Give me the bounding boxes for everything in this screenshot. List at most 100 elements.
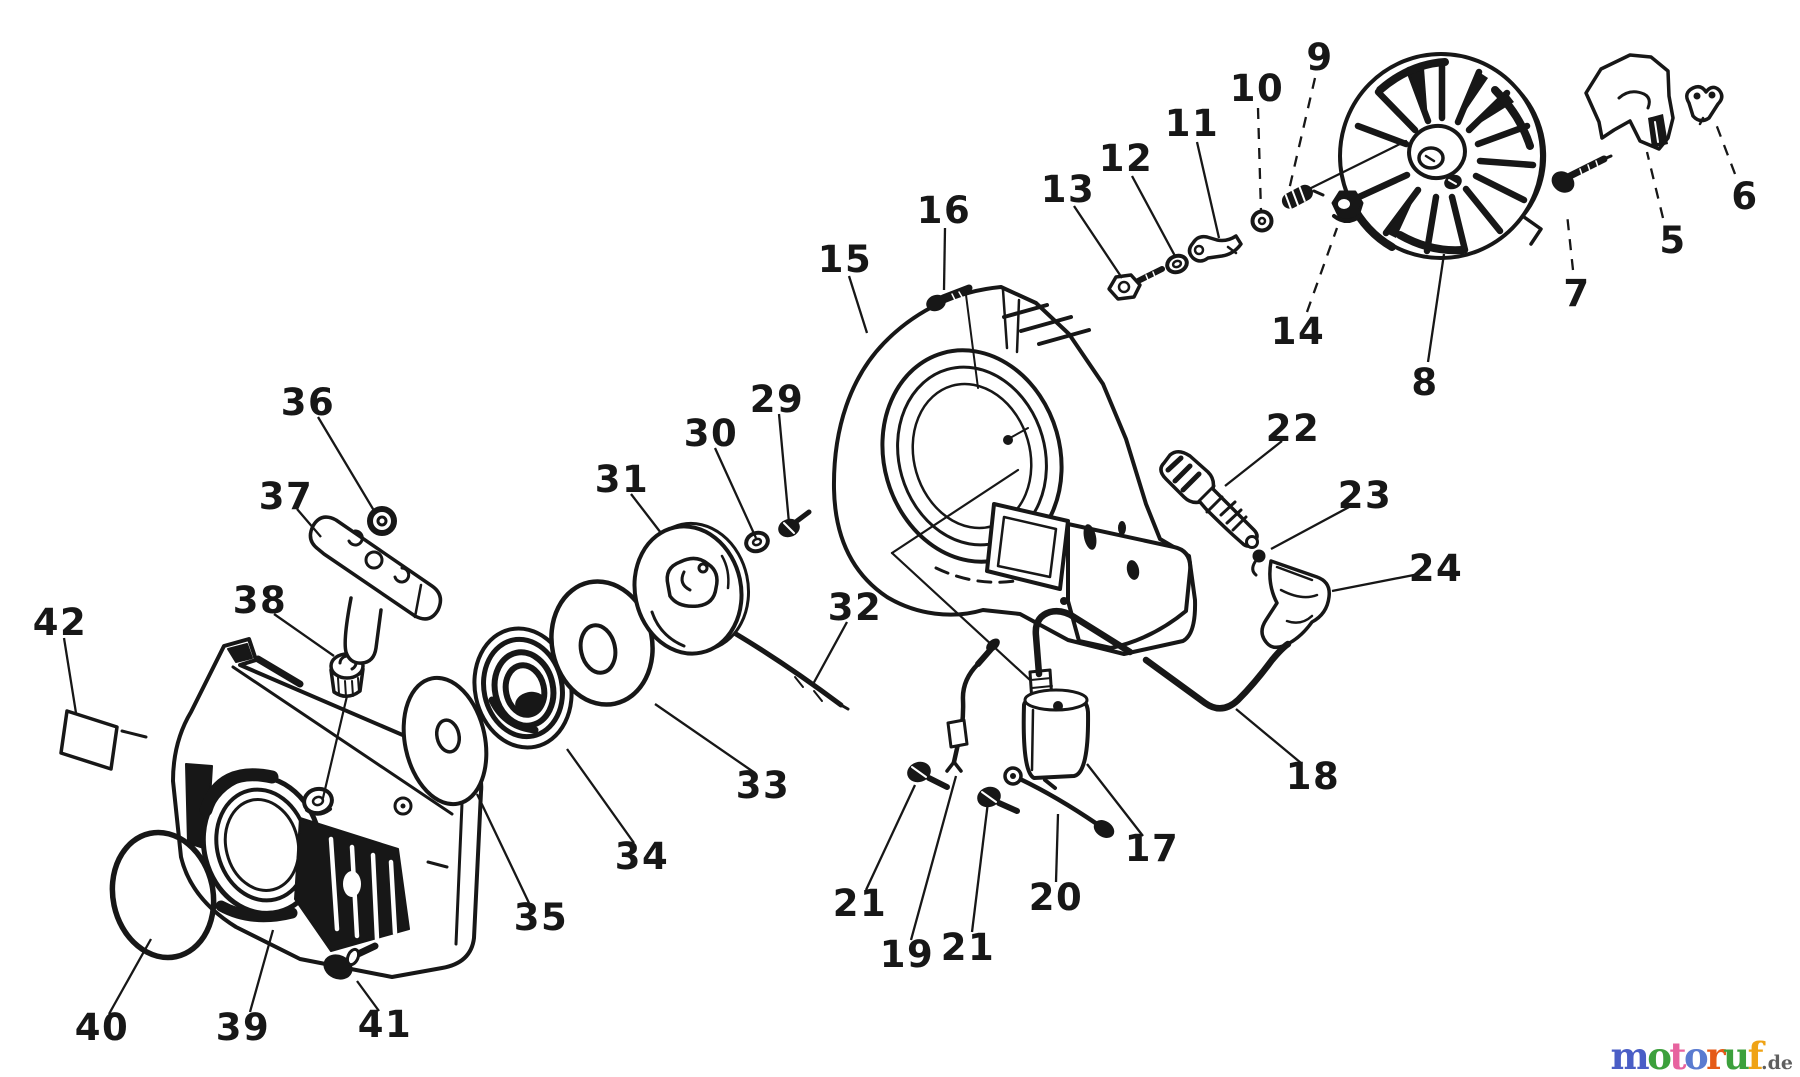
fan-housing-drawing — [831, 285, 1198, 656]
starter-pawl-drawing — [1187, 234, 1243, 263]
callout-leader-36 — [317, 416, 377, 515]
part-callout-37-29: 37 — [259, 475, 322, 538]
callout-leader-13 — [1073, 205, 1123, 279]
motoruf-logo[interactable]: motoruf.de — [1611, 1038, 1793, 1075]
flywheel-nut-drawing — [1331, 190, 1364, 223]
pawl-washer10-drawing — [1250, 209, 1274, 233]
callout-leader-35 — [475, 793, 531, 904]
callout-leader-33 — [654, 703, 756, 774]
callout-number-18: 18 — [1286, 755, 1341, 798]
callout-number-11: 11 — [1165, 102, 1220, 145]
callout-leader-38 — [273, 613, 335, 657]
callout-leader-22 — [1224, 440, 1283, 487]
washer-disc-drawing — [401, 675, 489, 807]
part-callout-5-0: 5 — [1645, 151, 1686, 262]
callout-leader-31 — [630, 493, 662, 534]
callout-number-24: 24 — [1409, 547, 1464, 590]
callout-number-42: 42 — [33, 601, 88, 644]
part-callout-35-27: 35 — [475, 793, 567, 939]
part-callout-17-12: 17 — [1086, 763, 1178, 870]
callout-number-34: 34 — [615, 835, 670, 878]
assembly-reference-lines — [321, 139, 1408, 800]
part-callout-36-28: 36 — [281, 381, 377, 515]
part-callout-12-7: 12 — [1099, 137, 1177, 257]
part-callout-6-1: 6 — [1714, 123, 1757, 218]
callout-number-21: 21 — [833, 882, 888, 925]
seal-ring-drawing — [109, 829, 217, 961]
part-callout-38-30: 38 — [233, 579, 335, 657]
callout-number-32: 32 — [828, 586, 883, 629]
callout-leader-21 — [864, 784, 917, 891]
part-callout-40-32: 40 — [75, 938, 153, 1049]
callout-leader-21 — [970, 801, 990, 933]
callout-number-23: 23 — [1338, 474, 1393, 517]
callout-number-7: 7 — [1563, 272, 1590, 315]
callout-number-13: 13 — [1041, 168, 1096, 211]
starter-housing-drawing — [171, 637, 484, 979]
motoruf-logo-word: motoruf — [1611, 1038, 1764, 1075]
callout-number-15: 15 — [818, 238, 873, 281]
part-callout-15-10: 15 — [818, 238, 873, 334]
callout-leader-29 — [777, 413, 791, 524]
logo-letter-r: r — [1706, 1034, 1726, 1077]
motoruf-logo-suffix: .de — [1761, 1052, 1793, 1074]
callout-number-36: 36 — [281, 381, 336, 424]
kill-wire-drawing — [945, 638, 1000, 773]
callout-number-12: 12 — [1099, 137, 1154, 180]
ignition-coil-drawing — [1021, 668, 1091, 790]
callout-number-14: 14 — [1271, 310, 1326, 353]
callout-leader-37 — [296, 508, 322, 538]
pulley-washer-drawing — [744, 530, 770, 554]
part-callout-30-22: 30 — [684, 412, 758, 539]
module-bolt-drawing — [1551, 154, 1613, 193]
callout-leader-16 — [942, 227, 947, 291]
part-callout-32-24: 32 — [810, 586, 883, 687]
part-callout-19-14: 19 — [880, 775, 958, 976]
spark-plug-drawing — [1159, 450, 1259, 549]
callout-number-19: 19 — [880, 933, 935, 976]
callout-leader-9 — [1287, 77, 1317, 191]
coil-screw-drawing — [907, 761, 1020, 814]
part-callout-11-6: 11 — [1165, 102, 1221, 239]
callout-leader-42 — [62, 637, 78, 714]
part-callout-29-21: 29 — [750, 378, 805, 524]
logo-letter-m: m — [1610, 1034, 1650, 1077]
part-callout-10-5: 10 — [1230, 67, 1285, 213]
housing-bolt-drawing — [323, 942, 379, 980]
pulley-screw-drawing — [778, 509, 812, 538]
housing-bolt16-drawing — [926, 284, 973, 312]
logo-letter-u: u — [1723, 1034, 1750, 1077]
callout-leader-5 — [1645, 151, 1665, 219]
part-callout-18-13: 18 — [1235, 708, 1341, 798]
callout-leader-7 — [1565, 213, 1575, 271]
callout-leader-15 — [847, 275, 869, 334]
callout-leader-11 — [1195, 141, 1221, 239]
part-callout-8-3: 8 — [1411, 253, 1446, 404]
part-callout-20-15: 20 — [1029, 813, 1082, 919]
part-callout-13-8: 13 — [1041, 168, 1123, 279]
callout-number-29: 29 — [750, 378, 805, 421]
pawl-bolt-drawing — [1107, 266, 1165, 301]
callout-number-31: 31 — [595, 458, 650, 501]
logo-letter-t: t — [1669, 1034, 1686, 1077]
part-callout-21-17: 21 — [941, 801, 994, 969]
part-callout-16-11: 16 — [917, 189, 972, 291]
pawl-spring-drawing — [1281, 184, 1325, 211]
callout-number-5: 5 — [1659, 219, 1686, 262]
callout-leader-32 — [810, 621, 849, 687]
ignition-module-drawing — [1584, 53, 1675, 151]
callout-number-39: 39 — [216, 1006, 271, 1049]
callout-leader-10 — [1256, 107, 1263, 213]
callout-number-16: 16 — [917, 189, 972, 232]
part-callout-24-20: 24 — [1331, 547, 1464, 593]
callout-number-22: 22 — [1266, 407, 1321, 450]
callout-leader-12 — [1130, 175, 1177, 257]
logo-letter-o: o — [1647, 1034, 1672, 1077]
callout-leader-30 — [713, 447, 758, 539]
callout-number-8: 8 — [1411, 361, 1438, 404]
high-tension-wire-drawing — [1032, 607, 1292, 712]
callout-number-10: 10 — [1230, 67, 1285, 110]
pawl-washer12-drawing — [1165, 253, 1189, 275]
